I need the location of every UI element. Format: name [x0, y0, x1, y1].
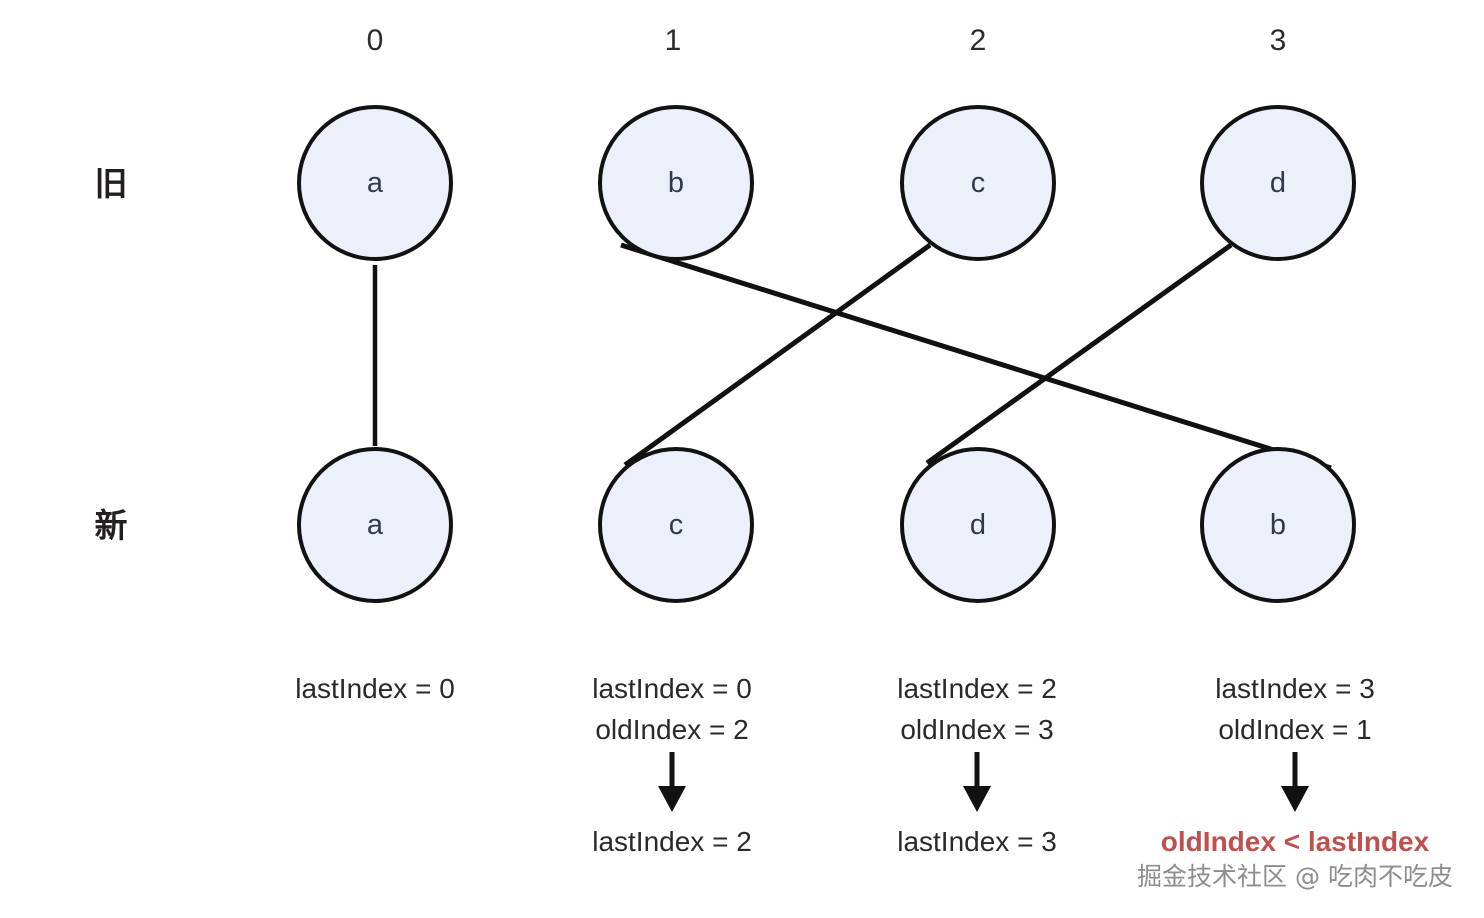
link-old-d-to-new-d	[925, 242, 1233, 466]
note-col-1: lastIndex = 0 oldIndex = 2	[507, 668, 837, 750]
note-col-3-lastindex: lastIndex = 3	[1215, 673, 1375, 704]
note-col-1-lastindex: lastIndex = 0	[592, 673, 752, 704]
new-node-b[interactable]: b	[1200, 447, 1356, 603]
old-node-d[interactable]: d	[1200, 105, 1356, 261]
column-header-1: 1	[664, 24, 682, 57]
note-col-3: lastIndex = 3 oldIndex = 1	[1130, 668, 1460, 750]
note-col-2-oldindex: oldIndex = 3	[900, 714, 1054, 745]
column-header-3: 3	[1269, 24, 1287, 57]
new-node-c[interactable]: c	[598, 447, 754, 603]
old-node-b[interactable]: b	[598, 105, 754, 261]
note-col-0-lastindex: lastIndex = 0	[295, 673, 455, 704]
note-col-1-oldindex: oldIndex = 2	[595, 714, 749, 745]
note-col-2: lastIndex = 2 oldIndex = 3	[812, 668, 1142, 750]
old-node-d-label: d	[1269, 166, 1287, 199]
down-arrow-col-2	[963, 752, 991, 812]
new-node-d-label: d	[969, 508, 987, 541]
new-node-a-label: a	[366, 508, 384, 541]
old-node-a-label: a	[366, 166, 384, 199]
column-header-2: 2	[969, 24, 987, 57]
link-old-c-to-new-c	[623, 242, 932, 468]
old-node-a[interactable]: a	[297, 105, 453, 261]
note-col-2-lastindex: lastIndex = 2	[897, 673, 1057, 704]
result-col-1: lastIndex = 2	[592, 826, 752, 857]
old-node-b-label: b	[667, 166, 685, 199]
row-label-old: 旧	[94, 164, 128, 203]
old-node-c-label: c	[970, 166, 986, 199]
down-arrow-col-3	[1281, 752, 1309, 812]
watermark: 掘金技术社区 @ 吃肉不吃皮	[1137, 862, 1453, 891]
note-col-0: lastIndex = 0	[210, 668, 540, 709]
link-old-b-to-new-b	[620, 242, 1332, 471]
new-node-a[interactable]: a	[297, 447, 453, 603]
new-node-d[interactable]: d	[900, 447, 1056, 603]
note-col-3-oldindex: oldIndex = 1	[1218, 714, 1372, 745]
column-header-0: 0	[366, 24, 384, 57]
down-arrow-col-1	[658, 752, 686, 812]
old-node-c[interactable]: c	[900, 105, 1056, 261]
result-col-2: lastIndex = 3	[897, 826, 1057, 857]
new-node-c-label: c	[668, 508, 684, 541]
result-col-3: oldIndex < lastIndex	[1160, 826, 1430, 857]
new-node-b-label: b	[1269, 508, 1287, 541]
row-label-new: 新	[94, 506, 128, 545]
